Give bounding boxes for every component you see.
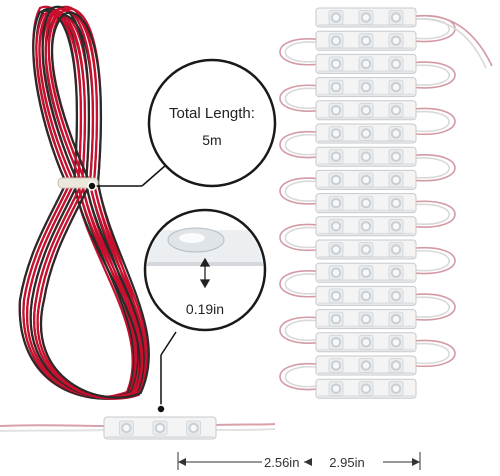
led-module [315,355,417,376]
coiled-cable [18,5,150,400]
led-module [315,53,417,74]
cable-strand [40,11,150,399]
total-length-value: 5m [202,132,221,148]
total-length-circle [147,58,277,188]
led-module [315,216,417,237]
cable-strand [33,7,148,400]
led-module [315,285,417,306]
total-length-label: Total Length: [169,105,255,122]
led-module [315,169,417,190]
led-module-stack [315,7,417,399]
cable-strand [29,5,146,400]
led-module [315,123,417,144]
height-arrow-icon [199,257,211,289]
led-module [103,416,217,440]
led-module [315,146,417,167]
led-module [315,30,417,51]
module-width-label: 2.56in [264,455,299,470]
cable-strand [36,9,149,399]
led-module [315,77,417,98]
cable-strand [22,11,143,399]
led-module [315,100,417,121]
led-module [315,309,417,330]
dimension-module-spacing: 2.95in [304,452,421,470]
module-spacing-label: 2.95in [329,455,364,470]
dimension-module-width: 2.56in [177,452,299,470]
height-callout: 0.19in [143,208,267,414]
module-chain-wires [279,14,493,391]
led-module [315,193,417,214]
single-led-module [0,416,276,440]
led-module [315,378,417,399]
led-module [315,332,417,353]
cable-strand [18,9,142,400]
total-length-callout: Total Length: 5m [87,58,277,191]
height-value: 0.19in [186,301,224,317]
led-module [315,7,417,28]
led-module [315,239,417,260]
led-module [315,262,417,283]
